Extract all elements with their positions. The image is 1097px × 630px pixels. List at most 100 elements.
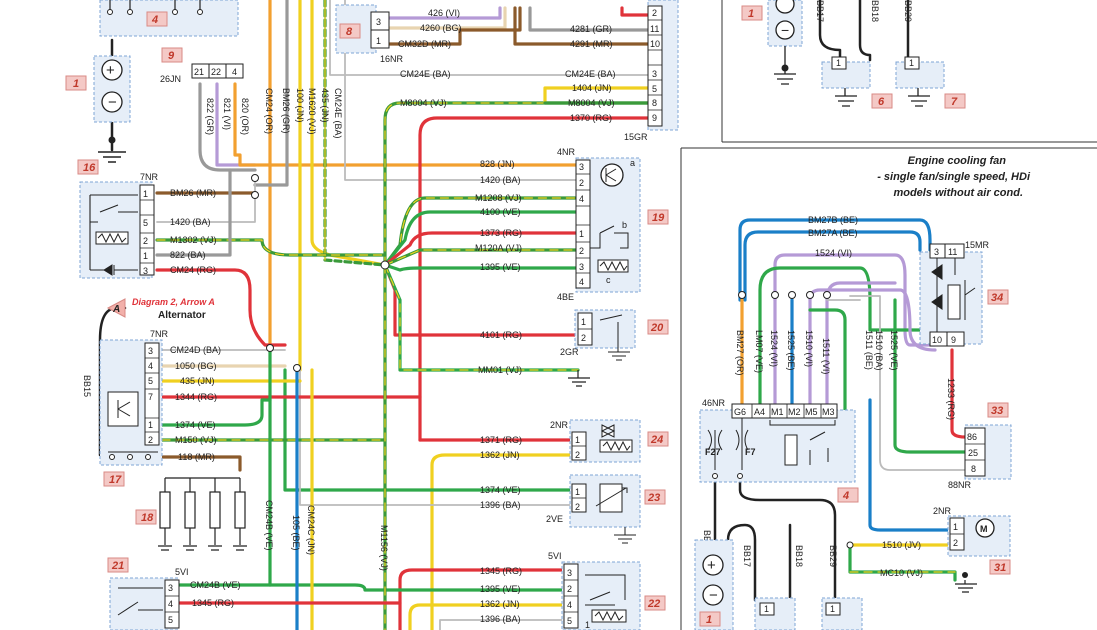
- connector-code: 15GR: [624, 132, 648, 142]
- title-line: - single fan/single speed, HDi: [877, 171, 1031, 183]
- wire-label: 828 (JN): [480, 159, 515, 169]
- connector-code: 88NR: [948, 480, 972, 490]
- wire-label: 821 (VI): [222, 98, 232, 130]
- wire-label: BB18: [794, 545, 804, 567]
- component-number: 16: [83, 162, 96, 174]
- wire-label: 1395 (VE): [480, 262, 521, 272]
- pin-number: A4: [754, 407, 765, 417]
- component-20-switch: 1 2 2GR 20: [560, 309, 669, 361]
- pin-number: 9: [951, 335, 956, 345]
- component-number: 9: [168, 50, 175, 62]
- component-17-alternator: 7NR 3 4 5 7 1 2 17: [99, 329, 169, 487]
- wire-label: M8004 (VJ): [568, 98, 615, 108]
- pin-number: 5: [143, 218, 148, 228]
- wire-label: 1511 (BE): [864, 330, 874, 370]
- component-number: 21: [111, 560, 124, 572]
- wire-label: BM26 (GR): [281, 88, 291, 134]
- title-line: Engine cooling fan: [908, 155, 1007, 167]
- connector-code: 7NR: [150, 329, 169, 339]
- wire-label: BB17: [742, 545, 752, 567]
- component-number: 4: [151, 14, 158, 26]
- component-24-valve: 2NR 1 2 24: [550, 419, 669, 463]
- pin-number: M2: [788, 407, 801, 417]
- wire-label: BB29: [828, 545, 838, 567]
- connector-code: 4BE: [557, 292, 574, 302]
- pin-number: 1: [376, 36, 381, 46]
- wire-label: 822 (BA): [170, 250, 206, 260]
- component-19-relay: 4NR 4BE 3 2 4 1 2 3 4 a b c 19: [557, 147, 669, 302]
- wire-label: 1510 (JV): [882, 540, 921, 550]
- pin-number: 2: [575, 502, 580, 512]
- battery-1-left: 1 + −: [65, 55, 131, 163]
- pin-number: 1: [909, 58, 914, 68]
- wire-label: M1208 (VJ): [475, 193, 522, 203]
- wire-label: 1344 (RG): [175, 392, 217, 402]
- wire-label: 1233 (RG): [946, 378, 956, 420]
- component-number: 7: [951, 96, 958, 108]
- pin-number: 3: [148, 346, 153, 356]
- pin-number: M5: [805, 407, 818, 417]
- pin-number: 2: [575, 450, 580, 460]
- wire-label: MC10 (VJ): [880, 568, 923, 578]
- pin-number: 8: [971, 464, 976, 474]
- pin-number: 1: [575, 435, 580, 445]
- pin-number: 9: [652, 113, 657, 123]
- pin-number: M3: [822, 407, 835, 417]
- pin-number: M1: [771, 407, 784, 417]
- connector-8: 8 3 1 16NR: [335, 4, 404, 64]
- component-31-fan-motor: 2NR 1 2 M 31: [933, 506, 1011, 593]
- pin-number: 4: [567, 600, 572, 610]
- component-33-connector: 33 86 25 8 88NR: [948, 402, 1012, 490]
- connector-code: 2NR: [550, 420, 569, 430]
- pin-number: 8: [652, 98, 657, 108]
- connector-code: 2GR: [560, 347, 579, 357]
- pin-number: 10: [932, 335, 942, 345]
- component-number: 20: [650, 322, 664, 334]
- pin-number: 3: [934, 247, 939, 257]
- connector-9: 9 21 22 4 26JN: [160, 47, 244, 84]
- pin-number: 4: [579, 277, 584, 287]
- connector-code: 7NR: [140, 172, 159, 182]
- wire-label: M120A (VJ): [475, 243, 522, 253]
- connector-code: 46NR: [702, 398, 726, 408]
- wire-label: 1396 (BA): [480, 500, 521, 510]
- component-number: 24: [650, 434, 663, 446]
- pin-number: 4: [168, 599, 173, 609]
- component-21: 21 5VI 3 4 5: [107, 557, 189, 630]
- connector-15gr: 2 11 10 3 5 8 9 15GR: [624, 0, 679, 142]
- component-34-relay: 15MR 3 11 10 9 34: [919, 240, 1009, 347]
- pin-number: 86: [967, 432, 977, 442]
- svg-text:1: 1: [830, 604, 835, 614]
- pin-number: 1: [585, 620, 590, 630]
- wire-label: 435 (JN): [180, 376, 215, 386]
- pin-number: 2: [581, 333, 586, 343]
- wire-label: 1524 (VI): [815, 248, 852, 258]
- wire-label: 435 (JN): [320, 88, 330, 123]
- component-number: 17: [109, 474, 122, 486]
- pin-number: 3: [376, 17, 381, 27]
- alternator-title: Alternator: [158, 310, 206, 321]
- wire-label: 118 (MR): [178, 452, 215, 462]
- pin-number: 10: [650, 39, 660, 49]
- wire-label: 1050 (BG): [175, 361, 217, 371]
- fuse-label: F27: [705, 447, 721, 457]
- title-line: models without air cond.: [893, 187, 1023, 199]
- pin-number: 2: [148, 435, 153, 445]
- wire-label: CM24C (JN): [306, 505, 316, 555]
- wire-label: BM27A (BE): [808, 228, 858, 238]
- component-number: 6: [878, 96, 885, 108]
- pin-number: 1: [143, 189, 148, 199]
- wire-label: 1420 (BA): [170, 217, 211, 227]
- pin-number: 1: [143, 251, 148, 261]
- wire-label: 4101 (RG): [480, 330, 522, 340]
- svg-text:−: −: [781, 22, 789, 38]
- pin-number: 5: [148, 376, 153, 386]
- connector-code: 5VI: [175, 567, 189, 577]
- wire-label: BM26 (MR): [170, 188, 216, 198]
- pin-number: 25: [968, 448, 978, 458]
- wire-label: 1373 (RG): [480, 228, 522, 238]
- wire-label: M1302 (VJ): [170, 235, 217, 245]
- arrow-a-marker: A Diagram 2, Arrow A Alternator: [106, 297, 215, 321]
- wire-label: 4281 (GR): [570, 24, 612, 34]
- wire-label: M8004 (VJ): [400, 98, 447, 108]
